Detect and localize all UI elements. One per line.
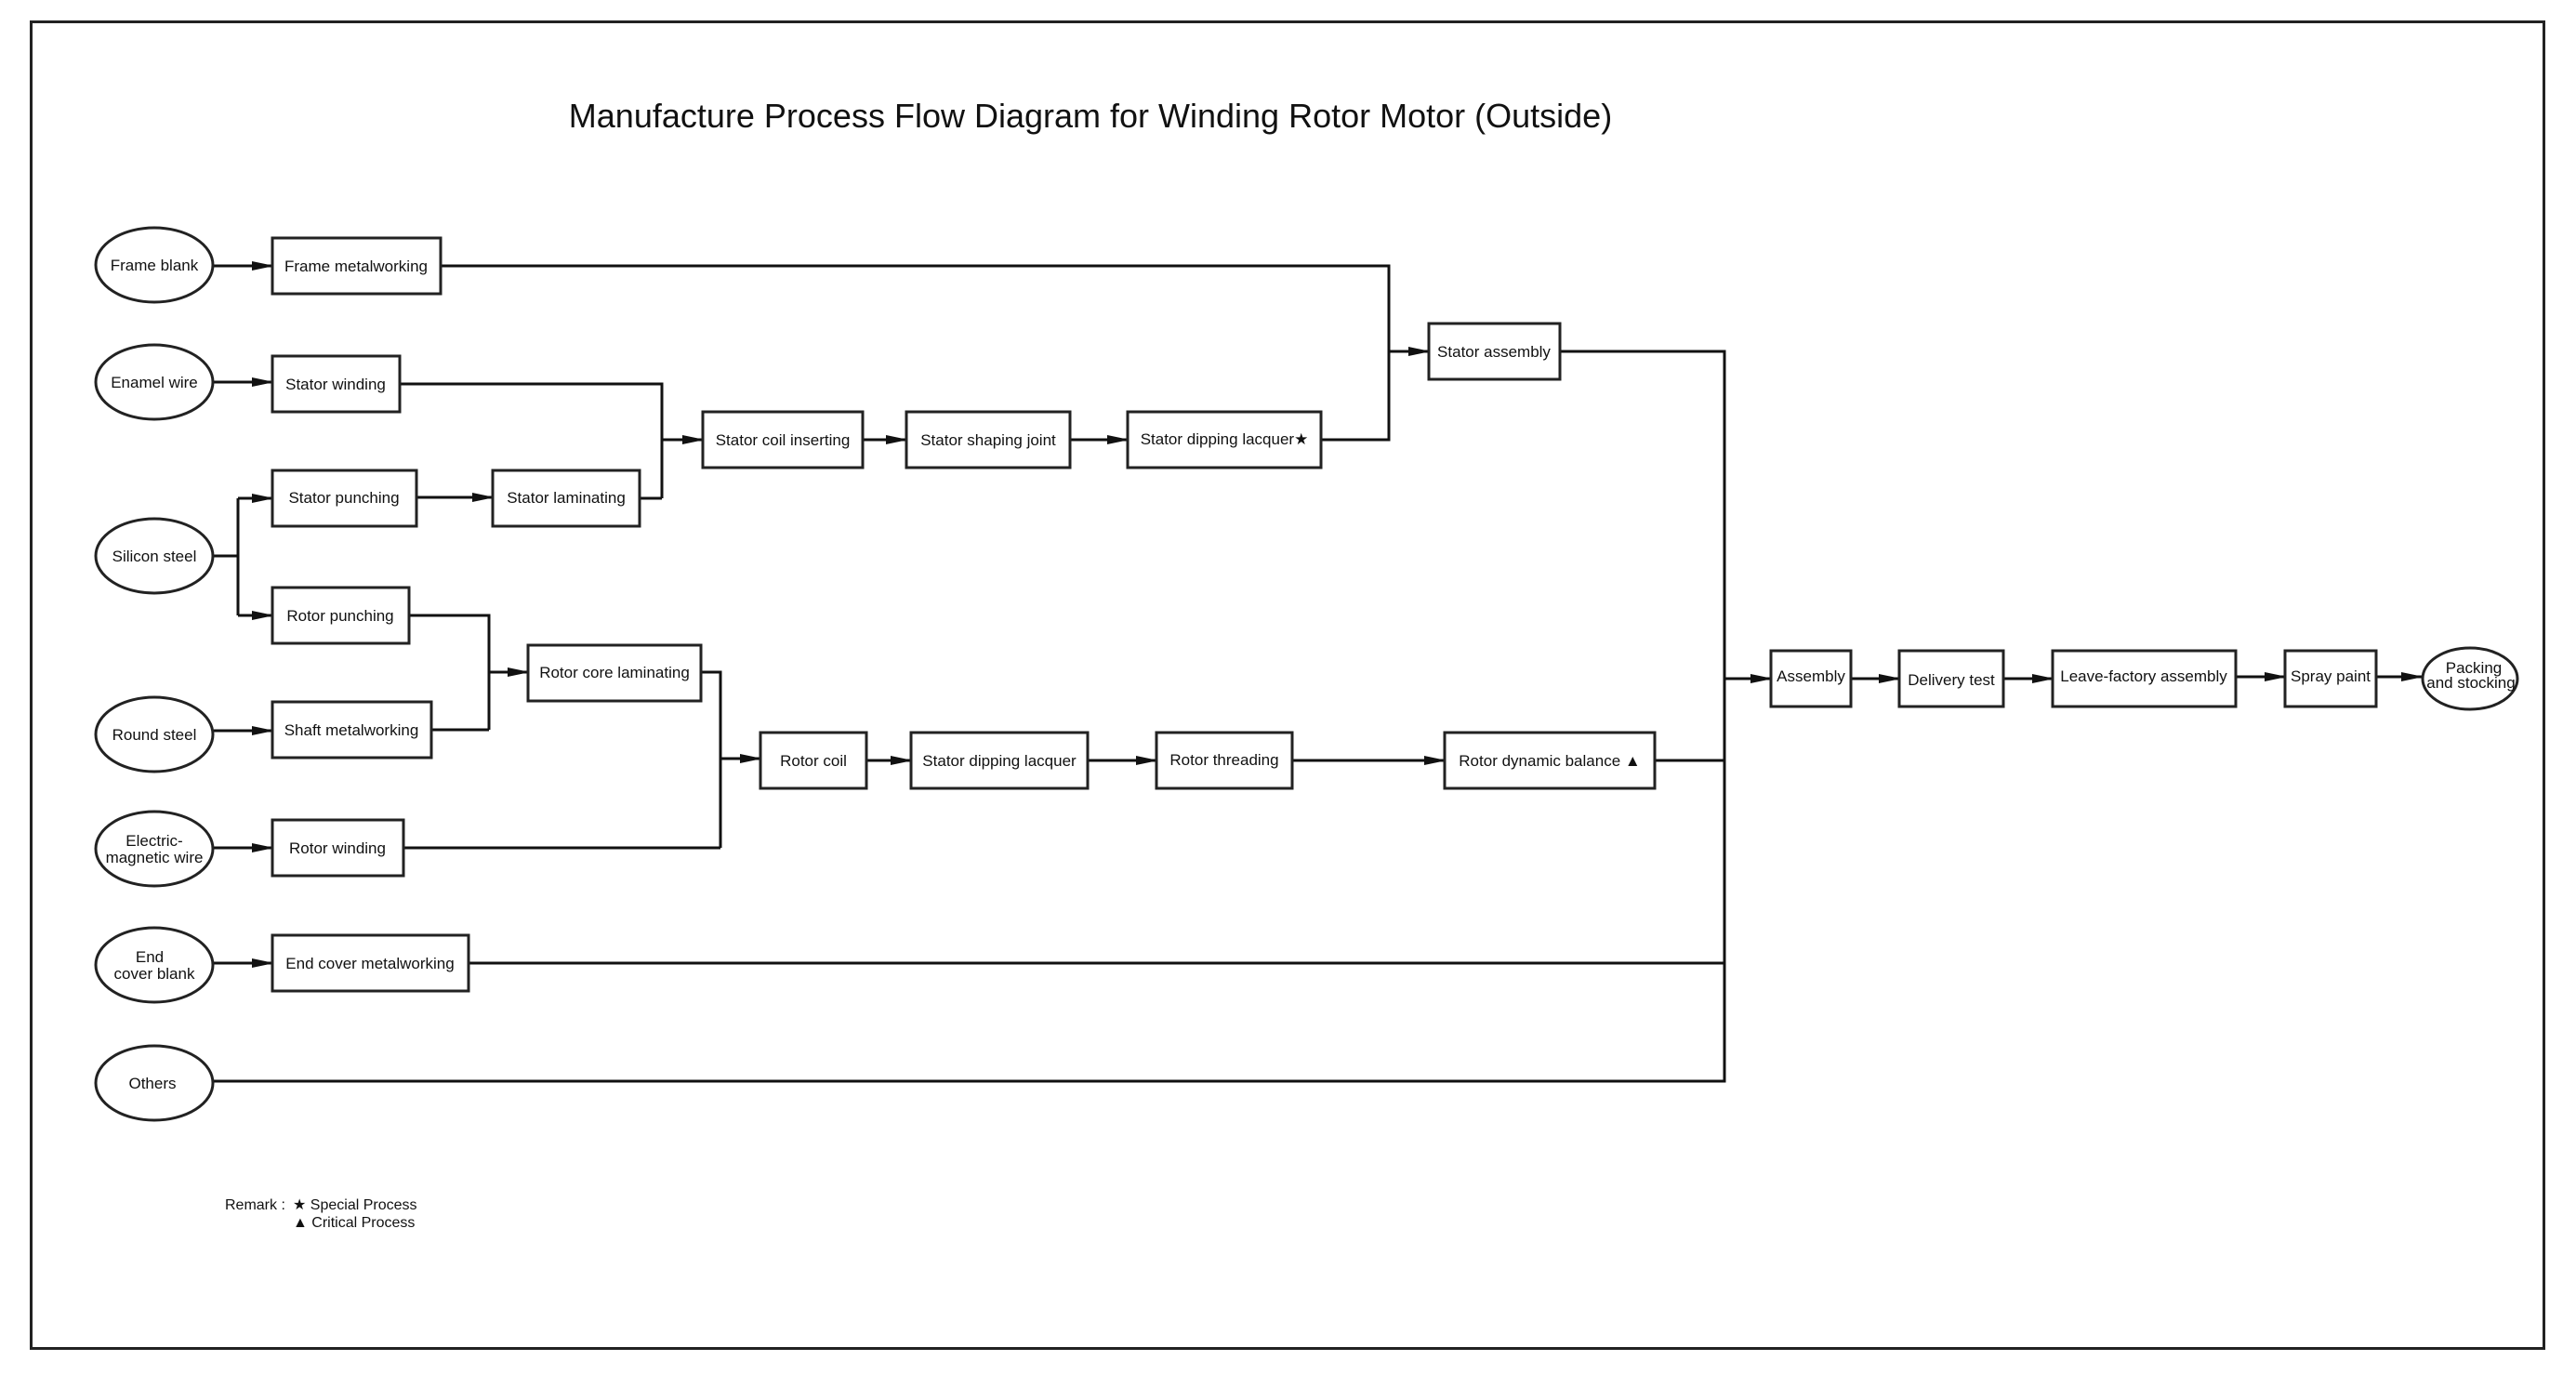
node-silicon-steel: Silicon steel [94,517,215,595]
node-leave-factory-assembly-label: Leave-factory assembly [2060,667,2227,685]
diagram-title: Manufacture Process Flow Diagram for Win… [569,97,1612,135]
node-stator-dipping-lacquer: Stator dipping lacquer [909,731,1090,790]
node-stator-dipping-lacquer-special: Stator dipping lacquer★ [1126,410,1323,469]
node-rotor-core-laminating: Rotor core laminating [526,643,703,703]
node-delivery-test: Delivery test [1897,649,2005,708]
node-rotor-punching: Rotor punching [271,586,411,645]
node-electric-magnetic-wire-label-line2: magnetic wire [106,849,204,866]
node-enamel-wire: Enamel wire [94,343,215,421]
node-assembly: Assembly [1769,649,1853,708]
node-stator-coil-inserting-label: Stator coil inserting [716,431,851,449]
node-rotor-coil-label: Rotor coil [780,752,847,770]
node-stator-coil-inserting: Stator coil inserting [701,410,865,469]
remark-special-process: ★ Special Process [293,1197,417,1213]
node-rotor-dynamic-balance: Rotor dynamic balance ▲ [1443,731,1657,790]
node-rotor-dynamic-balance-label: Rotor dynamic balance ▲ [1459,752,1640,770]
node-rotor-threading-label: Rotor threading [1169,751,1278,769]
node-round-steel-label: Round steel [112,726,197,744]
node-stator-shaping-joint: Stator shaping joint [905,410,1072,469]
node-leave-factory-assembly: Leave-factory assembly [2051,649,2238,708]
node-assembly-label: Assembly [1777,667,1845,685]
node-others-label: Others [128,1075,176,1092]
node-end-cover-metalworking: End cover metalworking [271,933,470,993]
node-rotor-coil: Rotor coil [759,731,868,790]
node-rotor-core-laminating-label: Rotor core laminating [539,664,690,681]
node-round-steel: Round steel [94,695,215,773]
node-frame-blank-label: Frame blank [111,257,199,274]
node-end-cover-blank: End cover blank [94,926,215,1004]
node-packing-and-stocking-label-line1: Packing [2446,659,2502,677]
node-stator-laminating: Stator laminating [491,469,641,528]
node-stator-winding-label: Stator winding [285,376,386,393]
node-stator-punching: Stator punching [271,469,418,528]
node-delivery-test-label: Delivery test [1908,671,1995,689]
node-electric-magnetic-wire: Electric- magnetic wire [94,810,215,888]
node-shaft-metalworking: Shaft metalworking [271,700,433,760]
node-frame-blank: Frame blank [94,226,215,304]
process-nodes: Frame metalworking Stator winding Stator… [271,236,2519,993]
connector-rotor-core-to-rotor-merge [701,670,722,848]
node-enamel-wire-label: Enamel wire [111,374,198,391]
connector-stator-winding-to-merge [400,382,664,498]
connector-stator-assembly-to-bus [214,350,1726,1083]
node-frame-metalworking: Frame metalworking [271,236,443,296]
connector-dipping-lacquer-to-stator-assembly [1321,351,1391,442]
node-stator-assembly: Stator assembly [1427,322,1562,381]
node-shaft-metalworking-label: Shaft metalworking [284,721,419,739]
remark-label: Remark : [225,1197,285,1213]
node-electric-magnetic-wire-label-line1: Electric- [125,832,182,850]
diagram-frame [30,20,2545,1350]
connector-rotor-punching-to-merge [409,614,491,730]
node-rotor-winding: Rotor winding [271,818,405,878]
node-stator-dipping-lacquer-special-label: Stator dipping lacquer★ [1141,430,1309,448]
node-stator-dipping-lacquer-label: Stator dipping lacquer [922,752,1077,770]
remark-critical-process: ▲ Critical Process [293,1215,415,1231]
node-stator-winding: Stator winding [271,354,402,414]
node-rotor-threading: Rotor threading [1155,731,1294,790]
node-stator-laminating-label: Stator laminating [507,489,626,507]
node-spray-paint-label: Spray paint [2291,667,2371,685]
node-silicon-steel-label: Silicon steel [112,548,197,565]
node-packing-and-stocking: Packing and stocking [2421,646,2519,711]
node-rotor-punching-label: Rotor punching [286,607,393,625]
node-frame-metalworking-label: Frame metalworking [284,258,428,275]
node-end-cover-blank-label-line1: End [136,948,164,966]
raw-material-nodes: Frame blank Enamel wire Silicon steel Ro… [94,226,215,1122]
node-end-cover-blank-label-line2: cover blank [114,965,195,983]
node-stator-assembly-label: Stator assembly [1437,343,1551,361]
node-rotor-winding-label: Rotor winding [289,839,386,857]
node-spray-paint: Spray paint [2283,649,2378,708]
remark-legend: Remark : ★ Special Process ▲ Critical Pr… [225,1197,417,1231]
node-stator-shaping-joint-label: Stator shaping joint [920,431,1056,449]
connectors [214,261,2424,1083]
node-others: Others [94,1044,215,1122]
node-packing-and-stocking-label-line2: and stocking [2426,674,2515,692]
connector-frame-metalworking-to-stator-assembly [441,264,1391,351]
node-end-cover-metalworking-label: End cover metalworking [285,955,454,972]
node-stator-punching-label: Stator punching [288,489,399,507]
